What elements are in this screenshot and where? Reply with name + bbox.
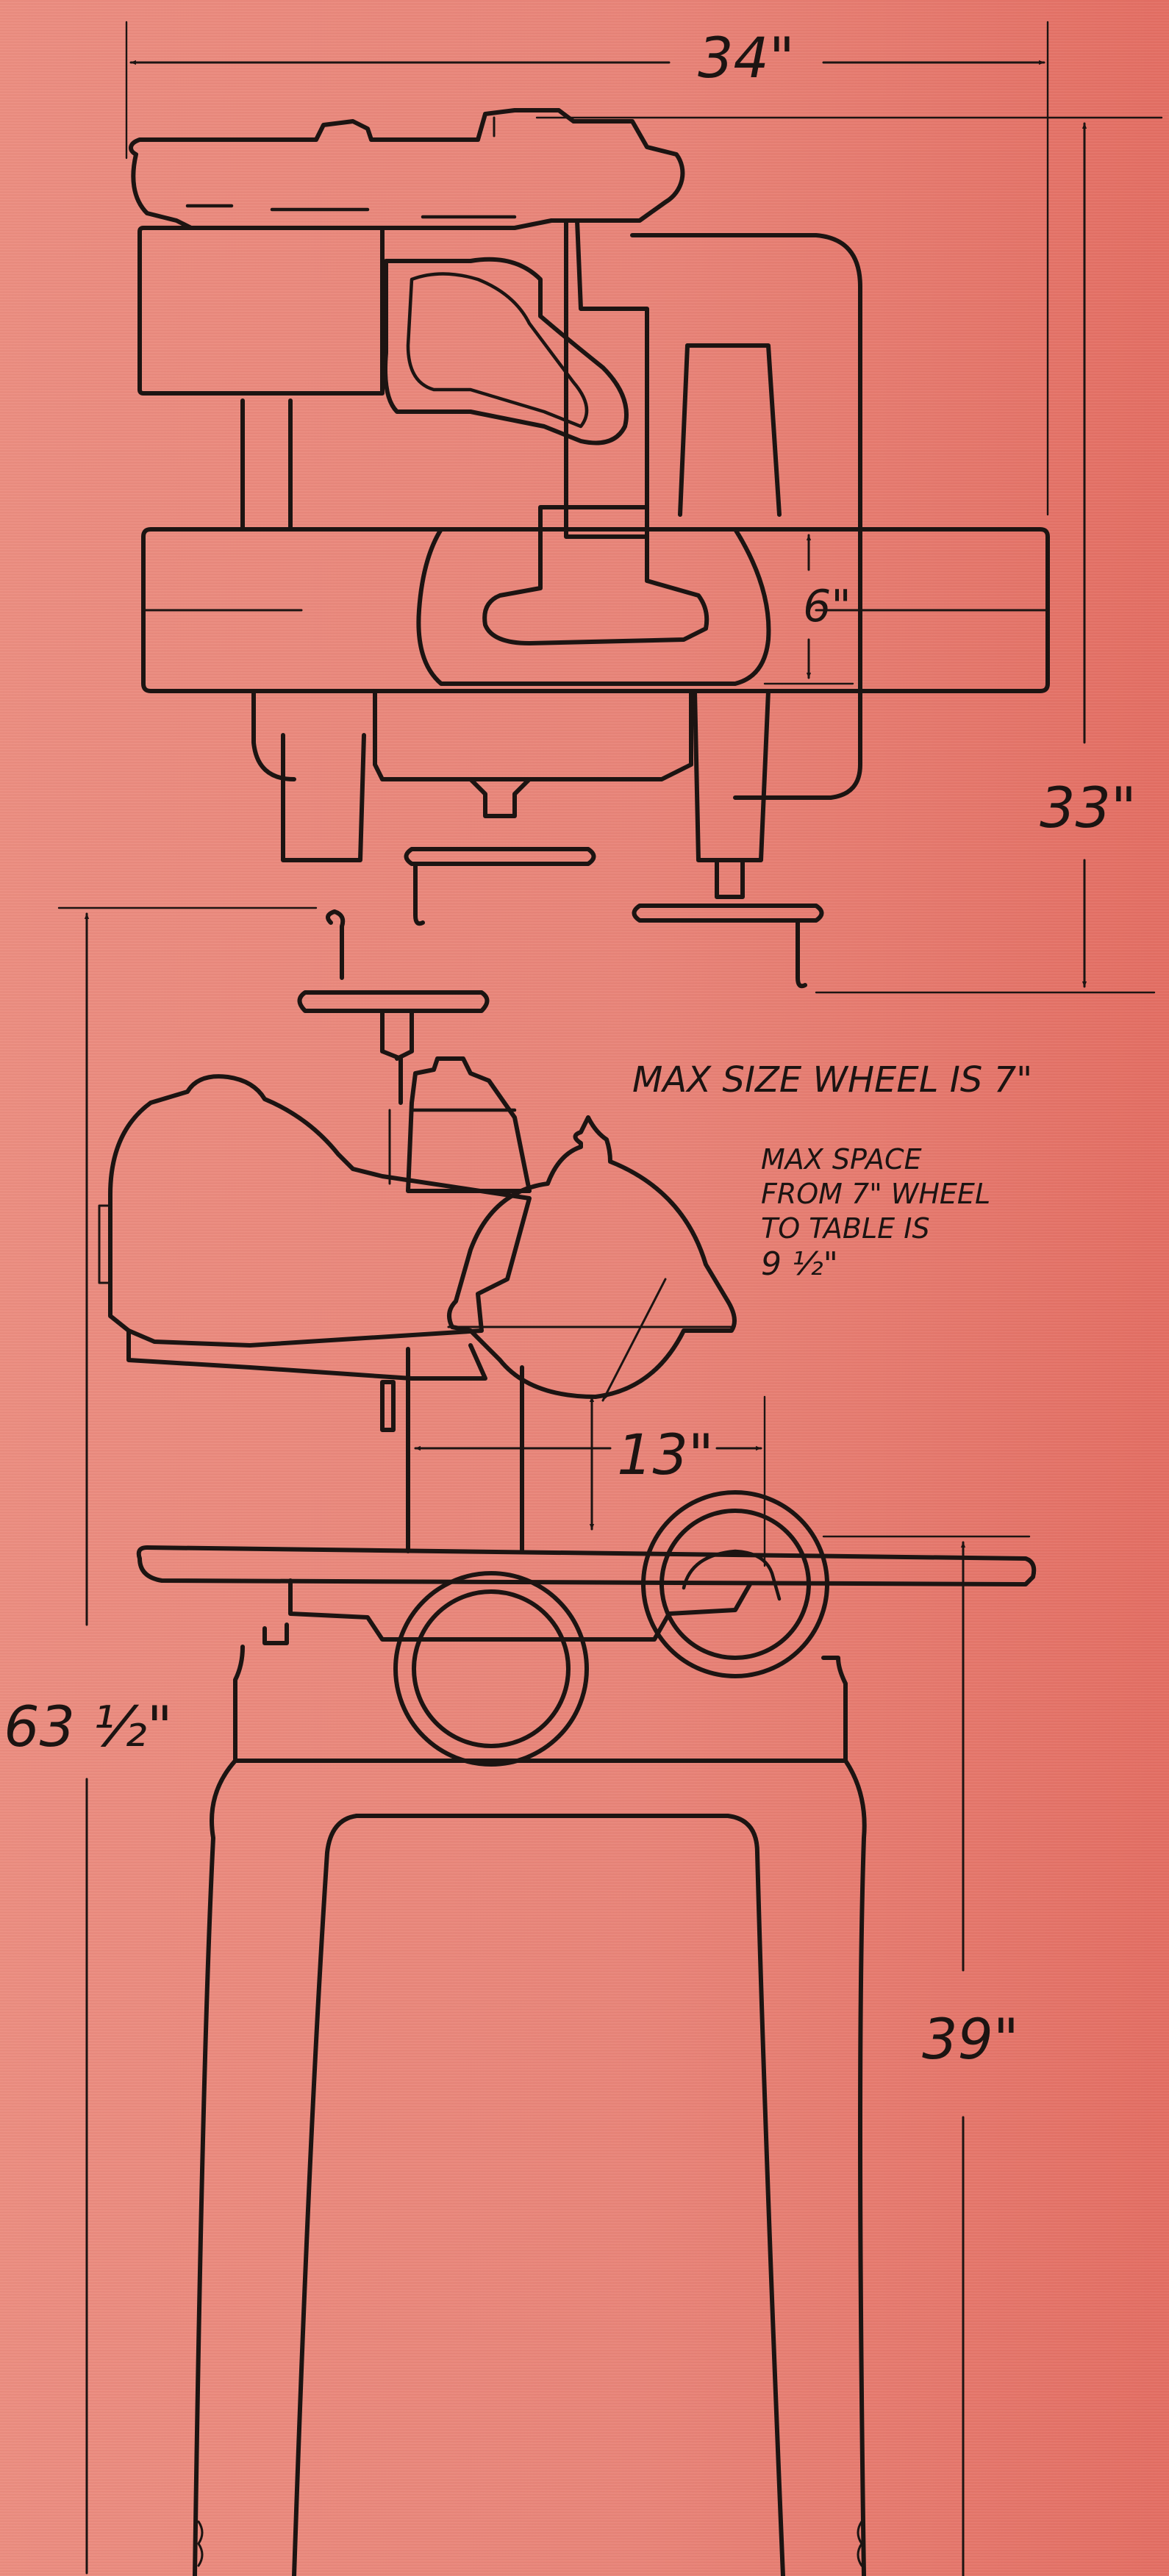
elev-handwheel-side-outer — [641, 1490, 829, 1678]
elev-base-right-outer — [843, 1759, 867, 2576]
elev-handwheel-top — [297, 990, 490, 1013]
plan-handwheel-stem-left — [468, 777, 532, 818]
plan-right-housing — [630, 233, 862, 800]
elev-column-clamp — [380, 1380, 396, 1432]
elev-table — [136, 1545, 1037, 1586]
plan-table-window — [416, 527, 771, 686]
plan-lower-center — [373, 689, 693, 781]
elev-saddle-bolt — [262, 1622, 289, 1645]
elev-arm-base — [126, 1328, 487, 1381]
elev-spindle — [380, 1009, 414, 1105]
plan-handwheel-handle-left — [413, 862, 425, 926]
inner-depth-label: 6" — [803, 581, 851, 632]
max-space-note-line-2: FROM 7" WHEEL — [761, 1178, 990, 1210]
elev-handwheel-side-hub — [682, 1549, 782, 1601]
elev-base-foot-left — [197, 2520, 204, 2567]
elev-base-upper — [233, 1645, 848, 1763]
elev-handwheel-handle — [326, 909, 346, 980]
elev-base-left-outer — [193, 1759, 237, 2576]
plan-leg-right — [693, 689, 771, 862]
plan-top-cap — [129, 108, 685, 230]
overall-width-label: 34" — [698, 25, 795, 90]
plan-table-bar — [141, 527, 1050, 693]
elev-handwheel-side-inner — [659, 1509, 811, 1660]
clearance-leader — [601, 1278, 667, 1402]
plan-casting-outer — [383, 257, 629, 446]
max-space-note-line-3: TO TABLE IS — [761, 1212, 930, 1245]
plan-handwheel-handle-right — [796, 918, 807, 989]
elev-handwheel-front-outer — [393, 1571, 589, 1767]
max-wheel-note: MAX SIZE WHEEL IS 7" — [632, 1059, 1032, 1101]
elev-base-inner-right — [354, 1814, 785, 2576]
elevation-view: 63 ½" — [4, 906, 1037, 2576]
elev-wheel-guard — [447, 1115, 737, 1399]
elev-motor-end-cap — [98, 1204, 112, 1284]
plan-leg-left — [281, 733, 366, 862]
plan-casting-inner — [406, 272, 589, 429]
plan-arm-foot — [482, 505, 709, 645]
reach-label: 13" — [617, 1422, 714, 1487]
overall-height-label: 63 ½" — [4, 1694, 172, 1759]
elev-base-inner-left — [292, 1814, 359, 2576]
elev-motor-housing — [108, 1074, 532, 1348]
elev-handwheel-front-inner — [412, 1589, 571, 1748]
plan-arm — [549, 218, 649, 539]
plan-handwheel-right — [632, 904, 824, 923]
plan-right-block — [685, 343, 782, 517]
plan-lower-left — [251, 689, 296, 781]
elev-base-foot-right — [857, 2520, 863, 2567]
plan-handwheel-left — [404, 847, 596, 866]
elev-oil-cup — [406, 1056, 532, 1193]
max-space-note-line-4: 9 ½" — [761, 1245, 838, 1283]
plan-motor-body — [137, 226, 385, 396]
plan-handwheel-stem-right — [715, 858, 745, 899]
plan-view: 34" 33" 6" — [125, 21, 1163, 994]
max-space-note-line-1: MAX SPACE — [761, 1143, 922, 1176]
elev-table-saddle — [288, 1578, 752, 1642]
plan-right-block-side — [678, 343, 690, 517]
table-height-label: 39" — [922, 2006, 1019, 2072]
top-depth-label: 33" — [1040, 775, 1137, 840]
